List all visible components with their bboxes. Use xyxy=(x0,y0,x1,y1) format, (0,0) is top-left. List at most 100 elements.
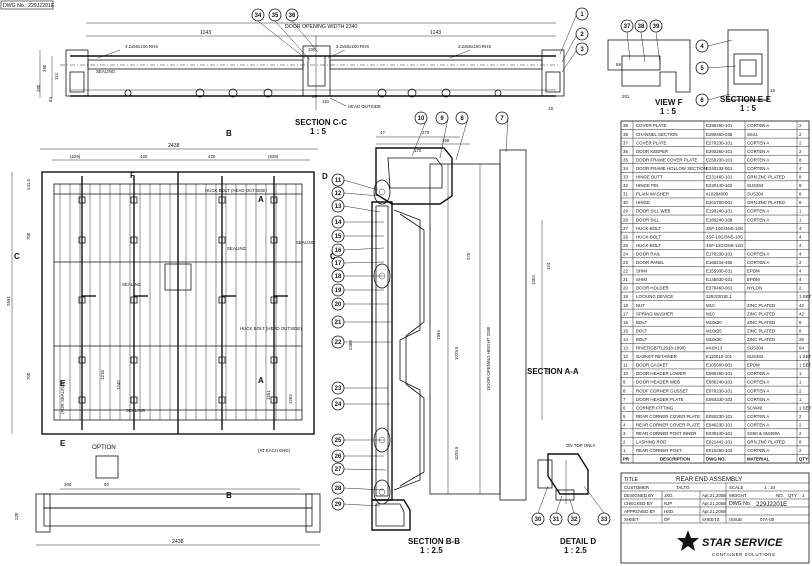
checked-label: CHECKED BY xyxy=(624,501,653,506)
bom-cell: E170230-101 xyxy=(706,251,733,256)
bom-cell: ZINC PLATED xyxy=(747,337,775,342)
bom-cell: E190240-101 xyxy=(706,209,733,214)
bom-cell: SHIM xyxy=(636,269,647,274)
bom-cell: DOOR HOLDER xyxy=(636,286,669,291)
bom-cell: 8 xyxy=(799,192,802,197)
bom-cell: CORTEN A xyxy=(747,251,769,256)
balloon-19-label: 19 xyxy=(335,288,342,294)
bom-cell: BOLT xyxy=(636,337,647,342)
balloon-29 xyxy=(331,497,345,511)
bom-cell: 1 SET xyxy=(799,354,812,359)
bom-cell: 4 xyxy=(799,269,802,274)
view-f-section-ee: 37 38 39 201 88 VIEW F 1 : 5 4 5 6 18 SE… xyxy=(607,19,775,116)
bom-cell: 20 xyxy=(623,286,628,291)
bom-cell: 15 xyxy=(623,328,628,333)
section-bb-scale: 1 : 2.5 xyxy=(420,546,443,555)
section-aa-bb: 270 259 170 47 1029.5 1994 1025.5 270 13… xyxy=(331,111,579,555)
balloon-22-label: 22 xyxy=(335,340,342,346)
balloon-27-label: 27 xyxy=(335,467,342,473)
half-width-dim-left: 1143 xyxy=(200,30,211,36)
dim-cc-250: 250 xyxy=(42,64,47,72)
balloon-9-label: 9 xyxy=(440,116,444,122)
marker-b-top: B xyxy=(226,129,232,138)
bom-cell: E201700-001 xyxy=(706,200,733,205)
dim-cc-100: 100 xyxy=(308,47,316,52)
balloon-26 xyxy=(331,449,345,463)
approved-by: HSD xyxy=(664,509,673,514)
balloon-group-top: 34 35 36 1 2 3 xyxy=(251,7,589,73)
view-f-dim-201: 201 xyxy=(622,94,630,99)
bom-cell: CORTEN A xyxy=(747,123,769,128)
aa-dim-47: 47 xyxy=(380,130,385,135)
balloon-19 xyxy=(331,283,345,297)
balloon-15-label: 15 xyxy=(335,234,342,240)
bom-cell: 1 xyxy=(799,371,802,376)
detail-d-title: DETAIL D xyxy=(560,537,596,546)
bom-cell: E080240-101 xyxy=(706,380,733,385)
dim-1216: 1216 xyxy=(100,370,105,380)
bom-cell: M10 xyxy=(706,311,715,316)
bom-cell: 14 xyxy=(623,337,628,342)
balloon-24 xyxy=(331,397,345,411)
scale-label: SCALE xyxy=(729,485,743,490)
bom-cell: 4 xyxy=(799,277,802,282)
dim-cc-280: 280 xyxy=(36,84,41,92)
dim-cc-84: 84 xyxy=(48,97,53,102)
bom-cell: E145930-031 xyxy=(706,277,733,282)
bom-cell: CORTEN A xyxy=(747,140,769,145)
bom-cell: E220140-102 xyxy=(706,183,733,188)
marker-c-left: C xyxy=(14,252,20,261)
bom-cell: 39 xyxy=(623,123,628,128)
sealing-label-right: SEALING xyxy=(296,240,316,245)
balloon-1-label: 1 xyxy=(580,12,584,18)
balloon-7-label: 7 xyxy=(500,116,504,122)
bom-cell: ROOF CORNER GUSSET xyxy=(636,388,689,393)
rear-end-elevation: 2438 (629) 420 420 (629) HUCK BOLT (HEAD… xyxy=(6,129,336,500)
view-f-title: VIEW F xyxy=(655,98,683,107)
bom-cell: ZINC PLATED xyxy=(747,311,775,316)
qty-label: QTY: xyxy=(788,493,798,498)
balloon-21-label: 21 xyxy=(335,320,342,326)
bom-cell: 13 xyxy=(623,346,628,351)
star-logo-icon xyxy=(677,530,699,551)
balloon-28-label: 28 xyxy=(335,486,342,492)
bom-cell: GRN.ZNC PLATED xyxy=(747,200,785,205)
bom-cell: 16 xyxy=(623,320,628,325)
balloon-37-label: 37 xyxy=(624,24,631,30)
door-opening-width-dim: DOOR OPENING WIDTH 2340 xyxy=(285,24,357,30)
bom-cell: RIVET(GB/T12618-1990) xyxy=(636,346,686,351)
bom-cell: SUS304 xyxy=(747,346,764,351)
bom-cell: E070230-101 xyxy=(706,388,733,393)
plan-dim-50: 50 xyxy=(104,482,109,487)
balloon-11-label: 11 xyxy=(335,178,342,184)
bom-cell: REAR CORNER COVER PLATE xyxy=(636,414,700,419)
balloon-3-label: 3 xyxy=(580,47,584,53)
huck-bolt-label-top: HUCK BOLT (HEAD OUTSIDE) xyxy=(205,188,267,193)
dim-700-upper: 700 xyxy=(26,232,31,240)
bom-cell: 2 xyxy=(799,431,802,436)
balloon-9 xyxy=(435,111,449,125)
bom-cell: 22 xyxy=(623,269,628,274)
head-outside-label: HEAD OUTSIDE xyxy=(348,104,381,109)
bom-cell: CORTEN A xyxy=(747,157,769,162)
bom-cell: COVER PLATE xyxy=(636,123,666,128)
bom-cell: M10 xyxy=(706,303,715,308)
bom-cell: CORTEN A xyxy=(747,209,769,214)
balloon-11 xyxy=(331,173,345,187)
balloon-16-label: 16 xyxy=(335,248,342,254)
dim-241-5: 241.5 xyxy=(26,178,31,190)
bom-cell: 2 xyxy=(799,422,802,427)
bom-cell: 1 SET xyxy=(799,363,812,368)
bom-cell: 7 xyxy=(623,397,626,402)
dim-1261: 1261 xyxy=(266,390,271,400)
balloon-12 xyxy=(331,186,345,200)
bom-cell: DOOR FRAME COVER PLATE xyxy=(636,157,697,162)
checked-date: Apr.21,2008 xyxy=(702,501,726,506)
dim-629-left: (629) xyxy=(70,154,81,159)
balloon-18-label: 18 xyxy=(335,274,342,280)
bom-cell: 8 xyxy=(799,157,802,162)
customer-value: TALTO xyxy=(676,485,690,490)
bom-cell: COVER PLATE xyxy=(636,140,666,145)
no-label: NO. xyxy=(776,493,784,498)
plan-view: 300 50 2438 220 xyxy=(14,482,321,546)
